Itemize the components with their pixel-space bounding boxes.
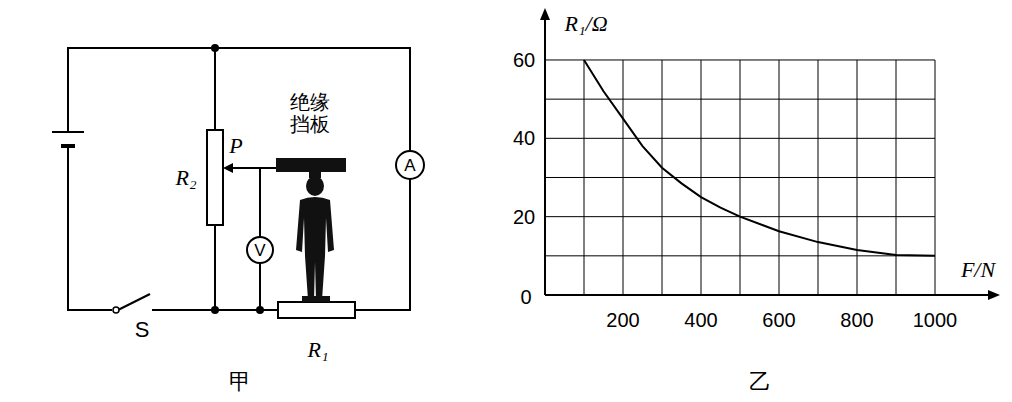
junction-dot [211,306,219,314]
meter-circle: A [395,150,425,180]
text-label: 0 [520,286,531,308]
text-label: 乙 [749,370,771,394]
text-label: 绝缘 挡板 [287,91,333,135]
text-label: 600 [762,309,795,331]
junction-dot [211,44,219,52]
axis-arrow [988,290,1000,300]
axis-arrow [540,8,550,20]
person-figure [296,172,334,302]
text-label: P [229,134,242,158]
battery-symbol [52,131,84,133]
switch-contact [113,307,119,313]
resistor-symbol [207,130,223,225]
text-label: R₂ [175,166,196,190]
slider-arrowhead [223,163,233,173]
battery-symbol [61,144,75,148]
text-label: R₁ [307,338,328,362]
graph-axes [545,16,992,295]
meter-letter: V [254,242,265,259]
text-label: 400 [684,309,717,331]
text-label: 20 [513,206,535,228]
text-label: 60 [513,49,535,71]
text-label: 40 [513,127,535,149]
text-label: R₁/Ω [564,12,607,36]
graph-curve [584,60,935,256]
text-label: 200 [606,309,639,331]
meter-circle: V [246,236,274,264]
junction-dot [256,306,264,314]
meter-letter: A [404,157,415,174]
text-label: 甲 [229,370,251,394]
graph-grid [545,60,935,295]
resistor-symbol [278,302,355,318]
text-label: 800 [840,309,873,331]
text-label: F/N [961,258,995,282]
text-label: 1000 [913,309,958,331]
circuit-wires [68,48,410,310]
insulating-plate [276,158,346,172]
text-label: S [135,318,150,342]
